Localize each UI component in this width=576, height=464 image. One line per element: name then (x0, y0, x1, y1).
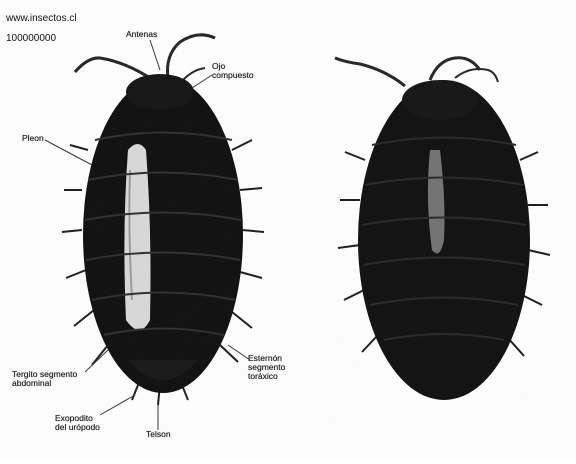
label-antenas: Antenas (126, 30, 157, 39)
source-code: 100000000 (6, 33, 56, 44)
label-exopodito: Exopodito del urópodo (55, 414, 100, 432)
label-tergito-abdominal: Tergito segmento abdominal (12, 370, 77, 388)
label-telson: Telson (146, 430, 171, 439)
label-pleon: Pleon (22, 134, 44, 143)
source-watermark: www.insectos.cl 100000000 (6, 4, 77, 44)
source-site: www.insectos.cl (6, 13, 77, 24)
label-esternon: Esternón segmento toráxico (248, 354, 285, 381)
label-ojo-compuesto: Ojo compuesto (212, 62, 254, 80)
